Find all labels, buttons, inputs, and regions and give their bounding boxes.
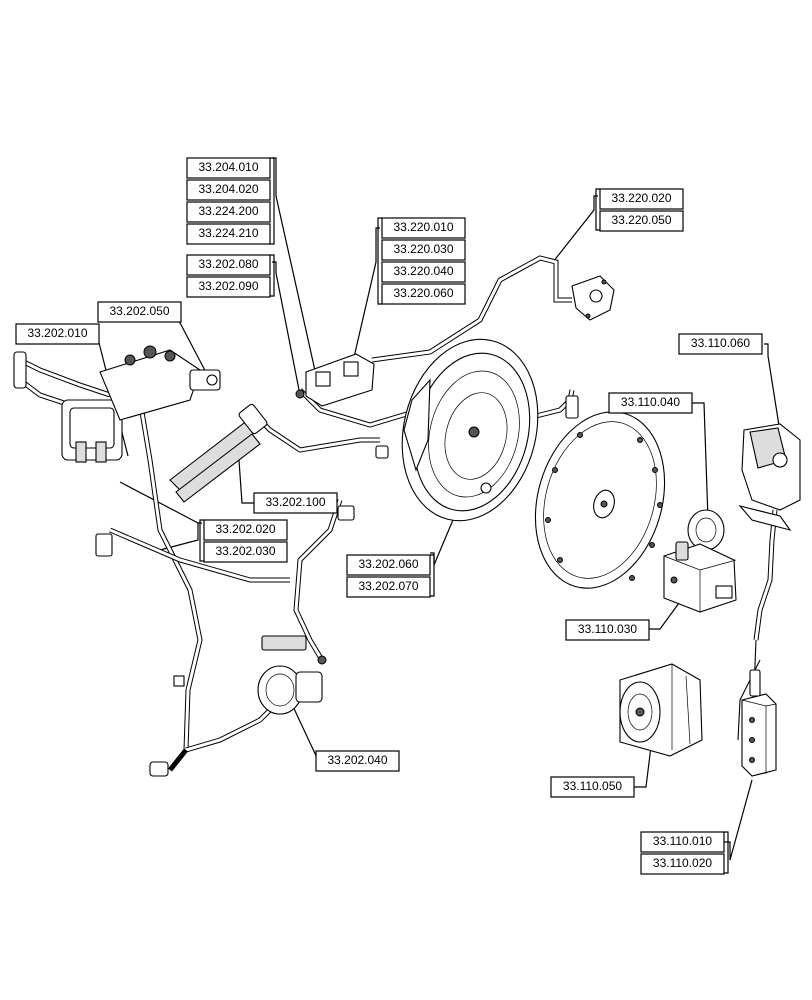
callout-text: 33.110.060 (691, 336, 750, 350)
callout-group-33-202-060: 33.202.060 33.202.070 (346, 554, 435, 598)
callout-text: 33.110.030 (578, 622, 637, 636)
callout-box (315, 750, 400, 772)
master-valve-block (741, 669, 777, 777)
callout-text: 33.202.040 (327, 753, 387, 767)
callout-box (565, 619, 650, 641)
callout-box (640, 853, 725, 875)
callout-box (186, 201, 271, 223)
callout-box (381, 283, 466, 305)
callout-group-33-110-060: 33.110.060 (678, 333, 763, 355)
callout-text: 33.220.020 (611, 191, 671, 205)
callout-group-33-110-040: 33.110.040 (608, 392, 693, 414)
callout-text: 33.202.100 (265, 495, 325, 509)
callout-box (186, 223, 271, 245)
callout-box (599, 210, 684, 232)
callout-group-33-202-020: 33.202.020 33.202.030 (199, 519, 288, 563)
callout-group-33-202-010: 33.202.010 (15, 323, 100, 345)
callout-group-33-202-100: 33.202.100 (253, 492, 338, 514)
callout-text: 33.204.010 (198, 160, 258, 174)
hydraulic-pump-assembly (61, 345, 221, 463)
callout-group-33-110-050: 33.110.050 (550, 776, 635, 798)
callout-group-33-110-010: 33.110.010 33.110.020 (640, 831, 729, 875)
callout-labels: 33.204.010 33.204.020 33.224.200 33.224.… (15, 157, 763, 875)
callout-box (186, 254, 271, 276)
callout-box (203, 541, 288, 563)
callout-text: 33.110.040 (621, 395, 680, 409)
brake-pedal (738, 423, 801, 531)
callout-box (203, 519, 288, 541)
callout-box (97, 301, 182, 323)
callout-box (253, 492, 338, 514)
callout-group-33-202-050: 33.202.050 (97, 301, 182, 323)
callout-text: 33.202.080 (198, 257, 258, 271)
callout-text: 33.202.010 (27, 326, 87, 340)
callout-group-33-110-030: 33.110.030 (565, 619, 650, 641)
callout-box (186, 157, 271, 179)
fittings (13, 351, 579, 777)
callout-box (346, 554, 431, 576)
callout-box (381, 239, 466, 261)
accumulator-valve-block (663, 509, 737, 613)
callout-box (599, 188, 684, 210)
callout-box (15, 323, 100, 345)
hydraulic-cylinders (169, 403, 268, 503)
callout-box (550, 776, 635, 798)
callout-group-33-202-040: 33.202.040 (315, 750, 400, 772)
callout-text: 33.202.020 (215, 522, 275, 536)
callout-group-33-204: 33.204.010 33.204.020 33.224.200 33.224.… (186, 157, 275, 245)
callout-text: 33.202.090 (198, 279, 258, 293)
callout-box (346, 576, 431, 598)
callout-text: 33.220.060 (393, 286, 453, 300)
control-valve (295, 353, 375, 407)
callout-text: 33.224.210 (198, 226, 258, 240)
callout-box (640, 831, 725, 853)
callout-box (608, 392, 693, 414)
callout-text: 33.202.030 (215, 544, 275, 558)
callout-text: 33.220.030 (393, 242, 453, 256)
callout-box (186, 276, 271, 298)
callout-text: 33.202.060 (358, 557, 418, 571)
callout-group-33-202-080: 33.202.080 33.202.090 (186, 254, 275, 298)
callout-group-33-220: 33.220.010 33.220.030 33.220.040 33.220.… (377, 217, 466, 305)
callout-text: 33.202.070 (358, 579, 418, 593)
accumulator-lower (257, 635, 327, 715)
callout-box (381, 217, 466, 239)
callout-box (678, 333, 763, 355)
hydraulic-lines (18, 255, 778, 772)
callout-group-33-220-020: 33.220.020 33.220.050 (595, 188, 684, 232)
callout-text: 33.202.050 (109, 304, 169, 318)
callout-text: 33.110.020 (653, 856, 712, 870)
brake-disc-front (401, 338, 539, 522)
callout-text: 33.220.050 (611, 213, 671, 227)
callout-text: 33.110.050 (563, 779, 622, 793)
callout-text: 33.220.010 (393, 220, 453, 234)
drive-unit (619, 663, 703, 757)
pipe-bracket (571, 275, 615, 321)
callout-text: 33.204.020 (198, 182, 258, 196)
brake-disc-rear (534, 411, 666, 589)
callout-box (381, 261, 466, 283)
callout-text: 33.220.040 (393, 264, 453, 278)
callout-text: 33.224.200 (198, 204, 258, 218)
callout-box (186, 179, 271, 201)
callout-text: 33.110.010 (653, 834, 712, 848)
